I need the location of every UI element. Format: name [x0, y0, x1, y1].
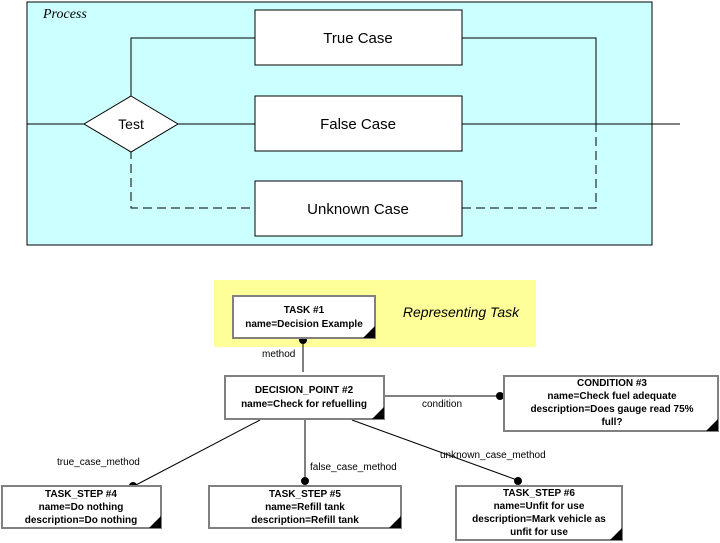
- task-step-5-name: name=Refill tank: [265, 502, 345, 513]
- node-task-step-4: TASK_STEP #4 name=Do nothing description…: [1, 485, 162, 529]
- unknown-case-box: [254, 180, 463, 237]
- edge-labels: method condition true_case_method false_…: [57, 349, 546, 473]
- false-case-method-label: false_case_method: [310, 462, 397, 473]
- model-edges: [133, 340, 518, 487]
- unknown-connectors: [130, 124, 597, 209]
- task-step-5-title: TASK_STEP #5: [269, 489, 341, 500]
- task-step-5-description: description=Refill tank: [251, 515, 359, 526]
- node-task-step-6: TASK_STEP #6 name=Unfit for use descript…: [455, 485, 623, 541]
- condition-description-cont: full?: [601, 417, 622, 428]
- condition-endpoint: [496, 392, 504, 400]
- process-title: Process: [42, 7, 87, 22]
- method-label: method: [262, 349, 295, 360]
- task-step-6-description: description=Mark vehicle as: [472, 514, 606, 525]
- true-case-method-label: true_case_method: [57, 457, 140, 468]
- task-step-6-title: TASK_STEP #6: [503, 488, 575, 499]
- process-connectors: [27, 37, 680, 125]
- unknown-case-endpoint: [514, 477, 522, 485]
- condition-description: description=Does gauge read 75%: [530, 404, 693, 415]
- node-task-step-5: TASK_STEP #5 name=Refill tank descriptio…: [208, 485, 402, 529]
- task-step-4-description: description=Do nothing: [25, 515, 138, 526]
- decision-point-name: name=Check for refuelling: [241, 399, 367, 410]
- node-condition-3: CONDITION #3 name=Check fuel adequate de…: [503, 375, 719, 432]
- process-panel: Process Test True Case False Case Unknow…: [26, 1, 680, 246]
- task-step-6-description-cont: unfit for use: [510, 527, 568, 538]
- condition-name: name=Check fuel adequate: [547, 391, 677, 402]
- decision-diamond: [83, 95, 179, 153]
- unknown-case-method-label: unknown_case_method: [440, 450, 546, 461]
- task-step-4-title: TASK_STEP #4: [45, 489, 117, 500]
- task-1-title: TASK #1: [284, 305, 325, 316]
- representing-label: Representing Task: [403, 304, 520, 320]
- false-case-box: [254, 95, 463, 152]
- false-case-label: False Case: [320, 116, 396, 133]
- decision-label: Test: [118, 116, 144, 132]
- edge-unknown-case: [351, 419, 518, 481]
- edge-true-case: [133, 419, 261, 487]
- decision-point-title: DECISION_POINT #2: [255, 385, 354, 396]
- condition-title: CONDITION #3: [577, 378, 647, 389]
- node-decision-point-2: DECISION_POINT #2 name=Check for refuell…: [224, 375, 385, 420]
- task-step-6-name: name=Unfit for use: [494, 501, 585, 512]
- condition-label: condition: [422, 399, 462, 410]
- true-case-label: True Case: [323, 30, 392, 47]
- node-task-1: TASK #1 name=Decision Example: [232, 295, 376, 339]
- task-step-4-name: name=Do nothing: [39, 502, 124, 513]
- task-1-name: name=Decision Example: [245, 319, 363, 330]
- true-case-box: [254, 9, 463, 66]
- unknown-case-label: Unknown Case: [307, 201, 409, 218]
- false-case-endpoint: [301, 477, 309, 485]
